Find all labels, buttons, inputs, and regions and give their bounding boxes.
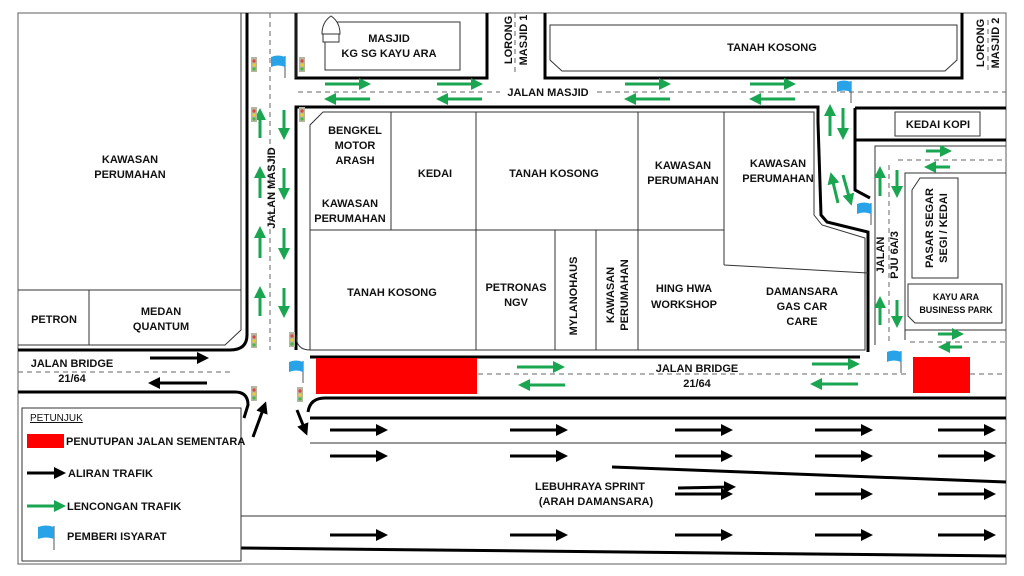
label-jalan-bridge-left-2: 21/64: [58, 373, 86, 385]
label-kawasan-b: KAWASAN: [655, 160, 711, 172]
label-kawasan-c-2: PERUMAHAN: [742, 173, 814, 185]
legend-closure-swatch: [27, 434, 64, 448]
label-kawasan-c: KAWASAN: [750, 158, 806, 170]
traffic-light-icon: [251, 386, 257, 401]
label-mylanohaus: MYLANOHAUS: [568, 257, 580, 336]
traffic-light-icon: [289, 332, 295, 347]
label-jalan-masjid-h: JALAN MASJID: [507, 87, 588, 99]
road-closure-west: [316, 358, 477, 394]
traffic-light-icon: [251, 57, 257, 72]
flagman-flag-icon: [837, 80, 852, 103]
label-lorong-masjid-1b: MASJID 1: [518, 15, 530, 66]
arrow-layer: [148, 78, 996, 541]
jalan-bridge-main: [18, 355, 1006, 413]
label-medan-quantum-2: QUANTUM: [133, 321, 189, 333]
label-petronas-ngv: PETRONAS: [485, 282, 546, 294]
label-kawasan-d-2: PERUMAHAN: [619, 259, 631, 331]
label-kayu-ara-bp-2: BUSINESS PARK: [919, 305, 993, 315]
label-medan-quantum: MEDAN: [141, 306, 181, 318]
detour-arrow-icon: [841, 174, 855, 206]
label-jalan-bridge-left: JALAN BRIDGE: [31, 358, 114, 370]
label-pasar-segar: PASAR SEGAR: [924, 188, 936, 268]
label-kawasan-b-2: PERUMAHAN: [647, 175, 719, 187]
label-kawasan-a-2: PERUMAHAN: [314, 213, 386, 225]
label-lebuhraya: LEBUHRAYA SPRINT: [535, 481, 645, 493]
label-tanah-kosong-low: TANAH KOSONG: [347, 287, 437, 299]
map-frame: [17, 12, 1007, 565]
legend-item-closure: PENUTUPAN JALAN SEMENTARA: [66, 436, 245, 448]
label-lorong-masjid-2: LORONG: [975, 19, 987, 67]
label-bengkel-2: MOTOR: [335, 140, 376, 152]
label-tanah-kosong-mid: TANAH KOSONG: [509, 168, 599, 180]
legend-item-flag: PEMBERI ISYARAT: [67, 531, 167, 543]
traffic-light-icon: [297, 387, 303, 402]
label-damansara-gas-2: GAS CAR: [777, 301, 828, 313]
traffic-light-icon: [251, 107, 257, 122]
traffic-flow-arrow-icon: [251, 401, 268, 438]
label-lebuhraya-2: (ARAH DAMANSARA): [539, 496, 654, 508]
mosque-icon: [321, 15, 341, 43]
east-blocks: [853, 106, 1006, 345]
label-tanah-kosong-top: TANAH KOSONG: [727, 42, 817, 54]
traffic-light-icon: [299, 57, 305, 72]
legend-flag-icon: [38, 525, 55, 550]
traffic-light-icon: [299, 107, 305, 122]
tanah-kosong-top-block: [543, 13, 964, 80]
label-kedai: KEDAI: [418, 168, 452, 180]
label-lorong-masjid-2b: MASJID 2: [990, 18, 1002, 69]
label-pasar-segar-2: SEGI / KEDAI: [938, 193, 950, 263]
legend-title: PETUNJUK: [30, 413, 83, 424]
flagman-flag-icon: [887, 350, 902, 373]
label-jalan-pju-2: PJU 6A/3: [889, 231, 901, 279]
masjid-block: [294, 13, 489, 80]
label-petron: PETRON: [31, 314, 77, 326]
traffic-flow-arrow-icon: [677, 481, 736, 494]
label-jalan-bridge-main-2: 21/64: [683, 378, 711, 390]
lebuhraya-sprint: [239, 416, 1007, 558]
label-jalan-bridge-main: JALAN BRIDGE: [656, 363, 739, 375]
label-bengkel: BENGKEL: [328, 125, 382, 137]
traffic-light-icon: [251, 333, 257, 348]
label-jalan-pju: JALAN: [875, 237, 887, 274]
label-kayu-ara-bp: KAYU ARA: [933, 292, 980, 302]
flagman-flag-icon: [857, 202, 872, 225]
label-kawasan-a: KAWASAN: [322, 198, 378, 210]
left-blocks: [18, 13, 250, 419]
road-closure-east: [913, 357, 970, 393]
label-masjid: MASJID: [368, 33, 410, 45]
label-jalan-masjid-v: JALAN MASJID: [266, 147, 278, 228]
label-bengkel-3: ARASH: [335, 155, 374, 167]
label-kawasan-perumahan-left: KAWASAN: [102, 154, 158, 166]
legend-item-detour: LENCONGAN TRAFIK: [67, 501, 181, 513]
label-masjid-2: KG SG KAYU ARA: [341, 48, 436, 60]
label-kawasan-perumahan-left-2: PERUMAHAN: [94, 169, 166, 181]
central-block: [294, 105, 870, 352]
flagman-flag-icon: [289, 360, 304, 383]
label-petronas-ngv-2: NGV: [504, 297, 529, 309]
label-damansara-gas-3: CARE: [786, 316, 817, 328]
label-damansara-gas: DAMANSARA: [766, 286, 838, 298]
label-hing-hwa-2: WORKSHOP: [651, 299, 717, 311]
place-labels: KAWASAN PERUMAHAN PETRON MEDAN QUANTUM M…: [31, 15, 1002, 336]
label-lorong-masjid-1: LORONG: [503, 16, 515, 64]
legend-item-flow: ALIRAN TRAFIK: [68, 468, 153, 480]
label-hing-hwa: HING HWA: [656, 283, 712, 295]
road-labels: JALAN MASJID JALAN MASJID JALAN BRIDGE 2…: [31, 87, 901, 508]
legend: PETUNJUK PENUTUPAN JALAN SEMENTARA ALIRA…: [21, 407, 245, 562]
traffic-flow-arrow-icon: [295, 409, 309, 436]
detour-arrow-icon: [827, 172, 840, 204]
flagman-flag-icon: [271, 55, 286, 78]
signal-layer: [251, 55, 902, 402]
label-kedai-kopi: KEDAI KOPI: [906, 119, 970, 131]
label-kawasan-d: KAWASAN: [605, 267, 617, 323]
